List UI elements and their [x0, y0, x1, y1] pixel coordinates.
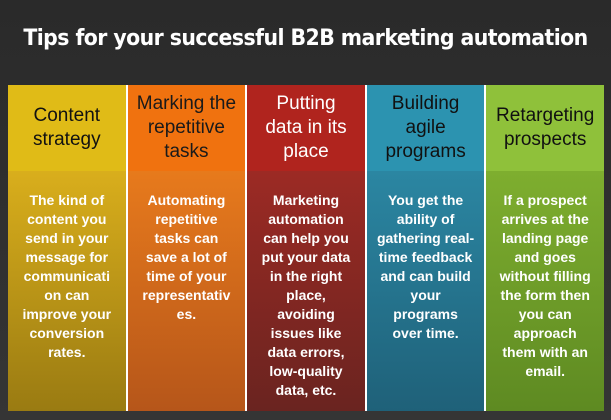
column-divider — [125, 85, 128, 411]
tip-heading: Content strategy — [8, 85, 126, 171]
column-divider — [484, 85, 487, 411]
tip-description: If a prospect arrives at the landing pag… — [486, 171, 604, 411]
tip-column-data-place: Putting data in its place Marketing auto… — [247, 85, 365, 411]
tip-description: The kind of content you send in your mes… — [8, 171, 126, 411]
tip-heading: Retargeting prospects — [486, 85, 604, 171]
tip-column-repetitive-tasks: Marking the repetitive tasks Automating … — [127, 85, 246, 411]
tip-heading: Putting data in its place — [247, 85, 365, 171]
tip-column-content-strategy: Content strategy The kind of content you… — [8, 85, 126, 411]
tip-description: You get the ability of gathering real-ti… — [366, 171, 485, 411]
tip-description: Automating repetitive tasks can save a l… — [127, 171, 246, 411]
tip-description: Marketing automation can help you put yo… — [247, 171, 365, 411]
tip-heading: Marking the repetitive tasks — [127, 85, 246, 171]
tips-columns: Content strategy The kind of content you… — [8, 85, 604, 411]
tip-column-retargeting: Retargeting prospects If a prospect arri… — [486, 85, 604, 411]
page-title: Tips for your successful B2B marketing a… — [23, 26, 588, 51]
tip-column-agile-programs: Building agile programs You get the abil… — [366, 85, 485, 411]
column-divider — [245, 85, 248, 411]
tip-heading: Building agile programs — [366, 85, 485, 171]
column-divider — [364, 85, 367, 411]
